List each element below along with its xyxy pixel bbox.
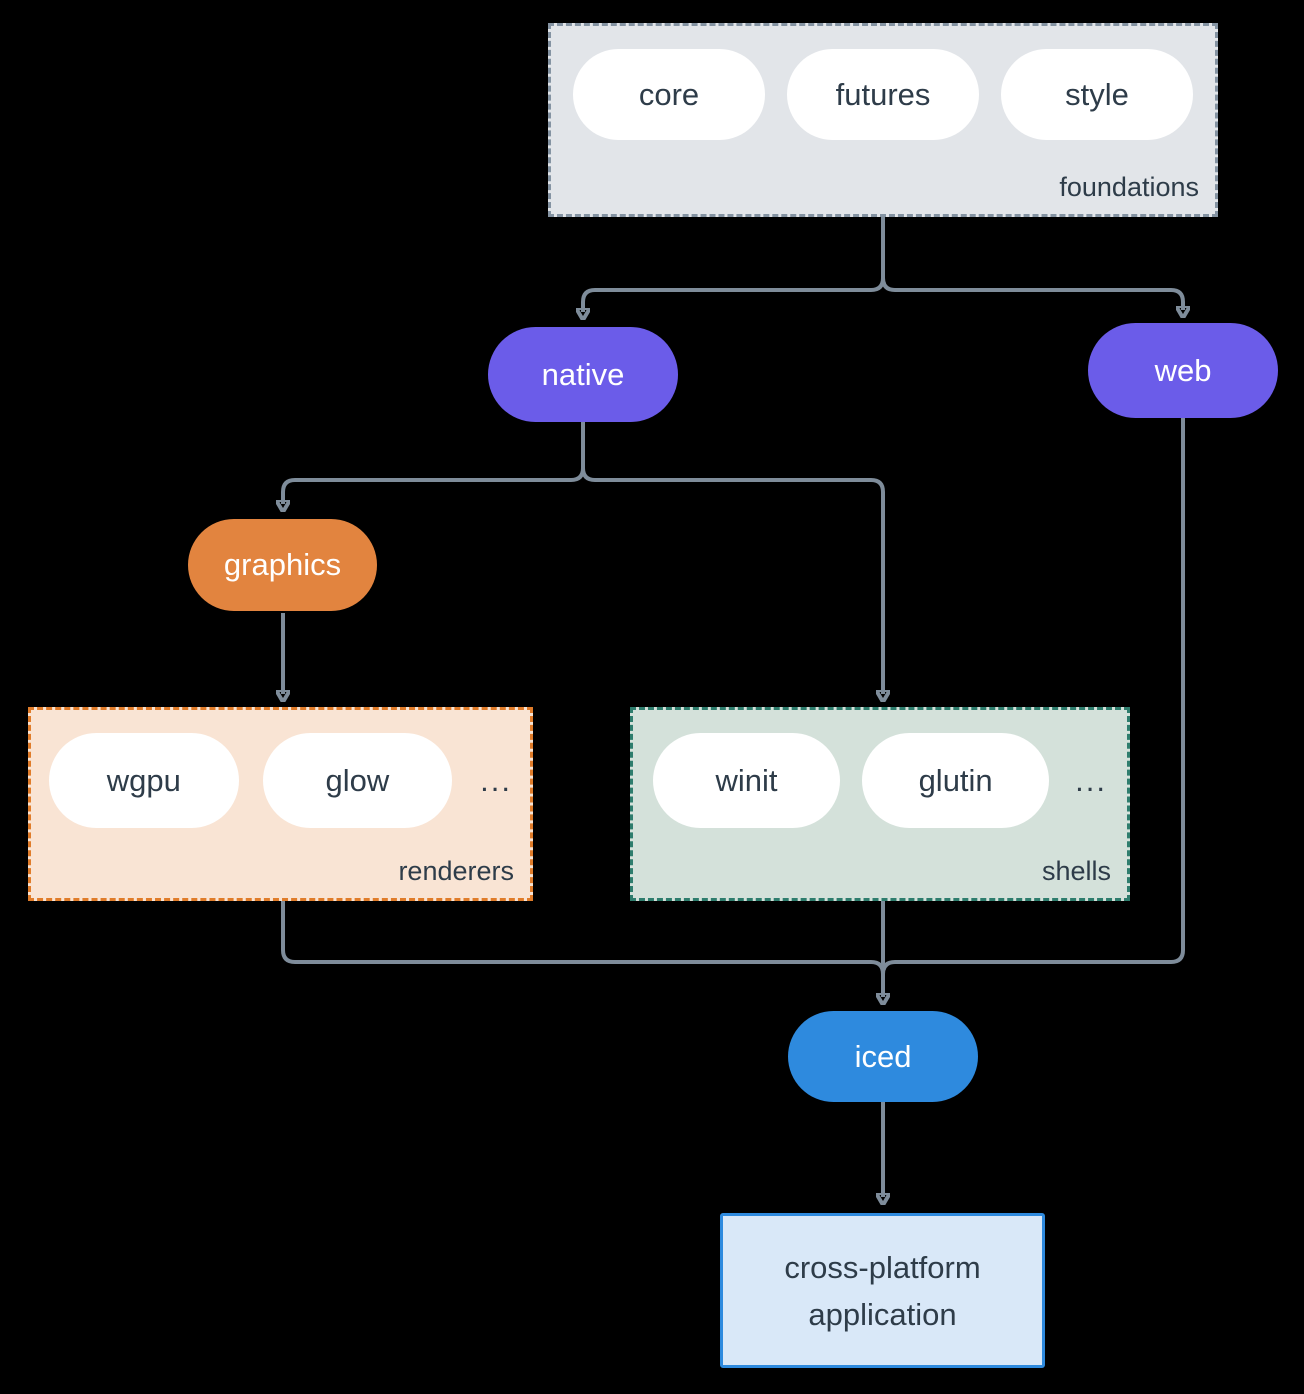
- application-label-line2: application: [808, 1296, 957, 1332]
- node-futures: futures: [787, 49, 979, 140]
- edge-renderers-to-merge: [281, 901, 885, 978]
- node-native: native: [488, 327, 678, 422]
- node-cross-platform-application: cross-platform application: [720, 1213, 1045, 1368]
- group-renderers: wgpu glow ... renderers: [28, 707, 533, 901]
- node-glow: glow: [262, 733, 453, 828]
- edge-native-to-graphics: [283, 422, 585, 504]
- node-glutin: glutin: [862, 733, 1050, 828]
- shells-ellipsis: ...: [1075, 762, 1107, 798]
- edge-foundations-to-native: [583, 217, 885, 312]
- node-iced: iced: [788, 1011, 978, 1102]
- node-style: style: [1001, 49, 1193, 140]
- node-winit: winit: [653, 733, 841, 828]
- application-label-line1: cross-platform: [784, 1249, 981, 1285]
- edge-foundations-to-web: [881, 217, 1183, 310]
- group-shells: winit glutin ... shells: [630, 707, 1130, 901]
- node-web: web: [1088, 323, 1278, 418]
- node-wgpu: wgpu: [49, 733, 239, 828]
- edge-native-to-shells: [581, 422, 883, 694]
- renderers-ellipsis: ...: [480, 762, 512, 798]
- group-label-renderers: renderers: [398, 856, 514, 886]
- group-label-shells: shells: [1041, 856, 1111, 886]
- group-label-foundations: foundations: [1059, 172, 1199, 202]
- group-foundations: core futures style foundations: [548, 23, 1218, 217]
- node-graphics: graphics: [188, 519, 377, 611]
- node-core: core: [573, 49, 765, 140]
